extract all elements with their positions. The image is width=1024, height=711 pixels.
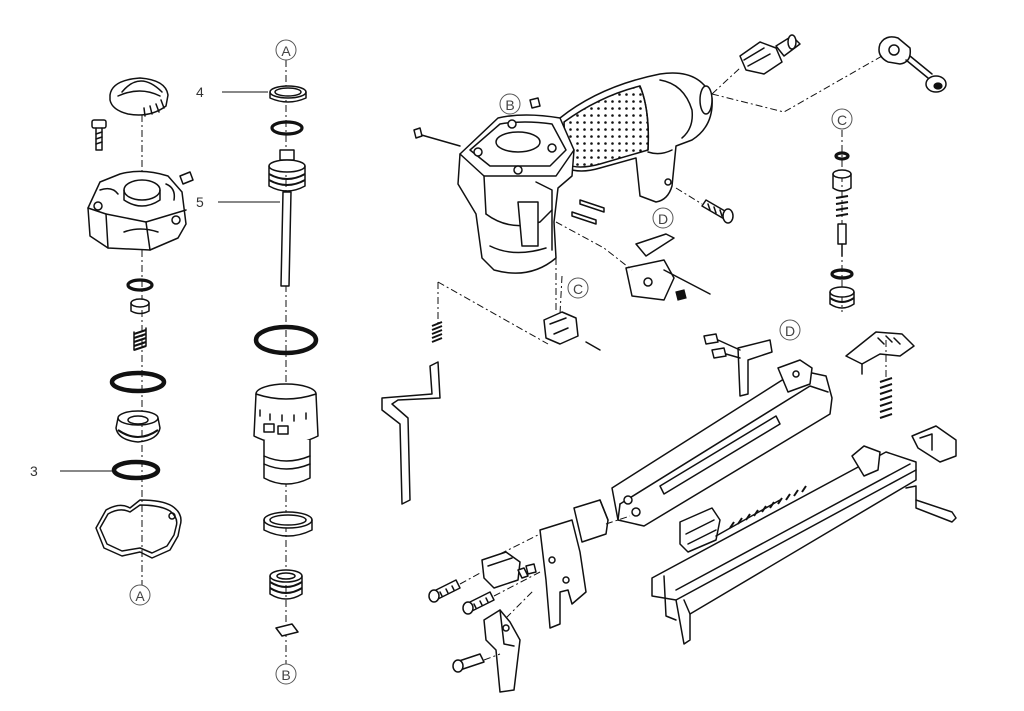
tool-body (381, 34, 947, 505)
cylinder-cap (87, 170, 187, 251)
callout-d-handle-label: D (658, 211, 668, 227)
piston-column (218, 60, 319, 668)
magazine-channel (651, 425, 957, 645)
callout-a-bottom-label: A (135, 588, 145, 604)
o-ring-3 (111, 459, 161, 481)
frame-pin (413, 127, 461, 147)
contact-foot (452, 589, 535, 693)
bumper-ring (263, 511, 313, 537)
bumper (269, 569, 303, 600)
cap-screw (91, 119, 107, 151)
magazine-latch (845, 331, 915, 419)
magazine-assembly (428, 331, 957, 693)
part-number-4: 4 (196, 84, 204, 100)
pusher-spring (729, 485, 807, 529)
callout-b-body-label: B (505, 97, 514, 113)
nose-plate (539, 499, 631, 629)
callout-d-handle: D (652, 207, 674, 229)
set-screw (179, 171, 194, 185)
callout-c-right-label: C (837, 112, 847, 128)
head-valve (115, 410, 161, 443)
small-o-ring (126, 278, 154, 292)
callout-b-body: B (499, 93, 521, 115)
callout-d-magazine: D (779, 319, 801, 341)
nose-screws (428, 571, 541, 615)
cylinder-sleeve (253, 383, 319, 485)
valve-spacer (130, 298, 150, 315)
contact-lever (381, 281, 549, 505)
magazine-housing (611, 359, 833, 527)
guide-block (481, 533, 541, 589)
piston-driver (268, 149, 306, 287)
part-number-5: 5 (196, 194, 204, 210)
bottom-clip (275, 623, 299, 637)
cap-assembly-column (60, 77, 194, 585)
callout-a-top: A (275, 39, 297, 61)
pusher (679, 485, 807, 553)
callout-c-mid: C (567, 277, 589, 299)
callout-b-bottom: B (275, 663, 297, 685)
small-nut (529, 97, 541, 109)
latch-spring (879, 377, 893, 419)
exhaust-cap (878, 36, 947, 93)
valve-spring-small (835, 195, 849, 217)
trigger-assembly (555, 221, 711, 301)
handle-screw (675, 187, 734, 224)
valve-stem-top (832, 169, 852, 192)
magazine-bracket (703, 333, 773, 397)
cylinder-o-ring (253, 324, 319, 356)
valve-body-bottom (829, 286, 855, 309)
adjuster-knob (109, 77, 169, 117)
callout-d-magazine-label: D (785, 323, 795, 339)
valve-stem (837, 223, 847, 245)
valve-spring (133, 327, 147, 351)
callout-c-mid-label: C (573, 281, 583, 297)
callout-b-bottom-label: B (281, 667, 290, 683)
piston-o-ring (270, 120, 304, 136)
handle (559, 72, 713, 203)
frame-housing (457, 114, 575, 274)
cap-gasket (95, 499, 182, 559)
exhaust-route-line (711, 55, 883, 113)
part-number-3: 3 (30, 463, 38, 479)
ring-4 (269, 85, 307, 103)
air-fitting (711, 34, 801, 95)
lever-spring (431, 321, 443, 343)
latch-block (543, 250, 601, 351)
frame-pins-pair (571, 199, 605, 225)
callout-a-bottom: A (129, 584, 151, 606)
callout-c-right: C (831, 108, 853, 130)
callout-a-top-label: A (281, 43, 291, 59)
trigger-valve-column (829, 130, 855, 312)
large-o-ring (109, 370, 167, 394)
